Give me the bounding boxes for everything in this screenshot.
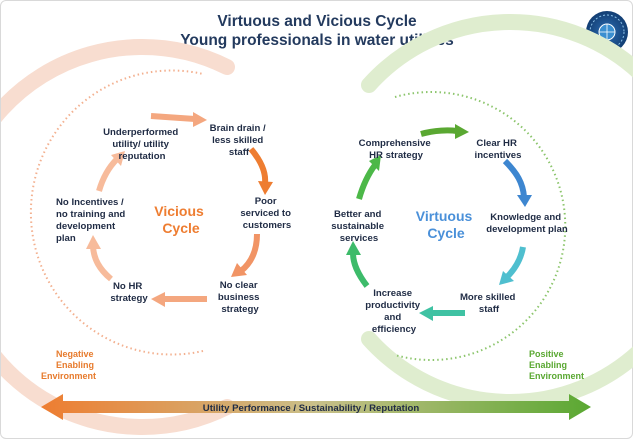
virtuous-arrow-2	[502, 158, 527, 198]
node-line: and	[384, 312, 401, 323]
virtuous-cycle-arrows	[346, 124, 532, 321]
env-line: Environment	[529, 371, 584, 381]
vicious-label-line: Cycle	[162, 220, 200, 236]
virtuous-node-clear-hr-incentives: Clear HR incentives	[475, 138, 522, 161]
vicious-arrow-6	[96, 156, 120, 192]
node-line: Increase	[373, 288, 412, 299]
vicious-node-brain-drain: Brain drain / less skilled staff	[210, 123, 269, 158]
node-line: No HR	[113, 281, 142, 292]
node-line: Brain drain /	[210, 123, 266, 134]
node-line: HR strategy	[369, 150, 424, 161]
env-line: Enabling	[529, 360, 567, 370]
vicious-cycle-label: Vicious Cycle	[154, 203, 207, 236]
node-line: No Incentives /	[56, 197, 124, 208]
virtuous-arrow-1	[420, 127, 458, 137]
node-line: development	[56, 221, 116, 232]
virtuous-cycle-label: Virtuous Cycle	[416, 208, 476, 241]
node-line: strategy	[221, 304, 259, 315]
virtuous-node-increase-productivity: Increase productivity and efficiency	[365, 288, 423, 335]
node-line: Knowledge and	[490, 212, 561, 223]
node-line: productivity	[365, 300, 421, 311]
virtuous-arrow-6	[356, 163, 378, 200]
node-line: efficiency	[372, 324, 417, 335]
virtuous-node-comprehensive-hr: Comprehensive HR strategy	[359, 138, 434, 161]
env-line: Environment	[41, 371, 96, 381]
node-line: staff	[479, 304, 500, 315]
node-line: staff	[229, 147, 250, 158]
node-line: strategy	[110, 293, 148, 304]
virtuous-node-knowledge-plan: Knowledge and development plan	[486, 212, 568, 235]
vicious-dotted-arc	[29, 69, 204, 356]
vicious-arrow-1	[150, 113, 196, 122]
env-line: Enabling	[56, 360, 94, 370]
vicious-arrow-3	[239, 233, 260, 274]
virtuous-node-better-services: Better and sustainable services	[331, 209, 386, 244]
env-line: Positive	[529, 349, 564, 359]
node-line: Comprehensive	[359, 138, 431, 149]
virtuous-node-more-skilled-staff: More skilled staff	[460, 292, 518, 315]
env-line: Negative	[56, 349, 94, 359]
virtuous-label-line: Cycle	[427, 225, 465, 241]
node-line: business	[218, 292, 260, 303]
node-line: incentives	[475, 150, 522, 161]
vicious-node-no-clear-strategy: No clear business strategy	[218, 280, 262, 315]
node-line: Clear HR	[476, 138, 517, 149]
vicious-label-line: Vicious	[154, 203, 204, 219]
node-line: utility/ utility	[112, 139, 169, 150]
vicious-arrow-2	[248, 147, 269, 184]
node-line: less skilled	[212, 135, 263, 146]
title-line-2: Young professionals in water utilities	[180, 32, 454, 49]
node-line: Better and	[334, 209, 382, 220]
vicious-arrow-5	[90, 246, 113, 282]
performance-bar-label: Utility Performance / Sustainability / R…	[203, 403, 420, 414]
node-line: development plan	[486, 224, 568, 235]
vicious-node-poor-service: Poor serviced to customers	[240, 196, 293, 231]
negative-environment-label: Negative Enabling Environment	[41, 349, 97, 381]
virtuous-arrow-3	[504, 246, 526, 280]
node-line: reputation	[119, 151, 166, 162]
vicious-node-no-incentives: No Incentives / no training and developm…	[56, 197, 128, 244]
node-line: serviced to	[240, 208, 291, 219]
node-line: sustainable	[331, 221, 384, 232]
node-line: More skilled	[460, 292, 516, 303]
vicious-node-no-hr-strategy: No HR strategy	[110, 281, 148, 304]
node-line: No clear	[220, 280, 258, 291]
vicious-node-underperformed: Underperformed utility/ utility reputati…	[103, 127, 181, 162]
vicious-cycle-arrows	[86, 112, 273, 307]
positive-environment-label: Positive Enabling Environment	[529, 349, 584, 381]
virtuous-arrow-5	[350, 252, 370, 288]
node-line: services	[340, 233, 378, 244]
node-line: plan	[56, 233, 76, 244]
virtuous-label-line: Virtuous	[416, 208, 473, 224]
node-line: Underperformed	[103, 127, 178, 138]
node-line: Poor	[255, 196, 277, 207]
performance-double-arrow	[41, 394, 591, 420]
negative-environment-arc	[1, 39, 235, 435]
title-line-1: Virtuous and Vicious Cycle	[217, 13, 417, 30]
node-line: customers	[243, 220, 292, 231]
node-line: no training and	[56, 209, 125, 220]
